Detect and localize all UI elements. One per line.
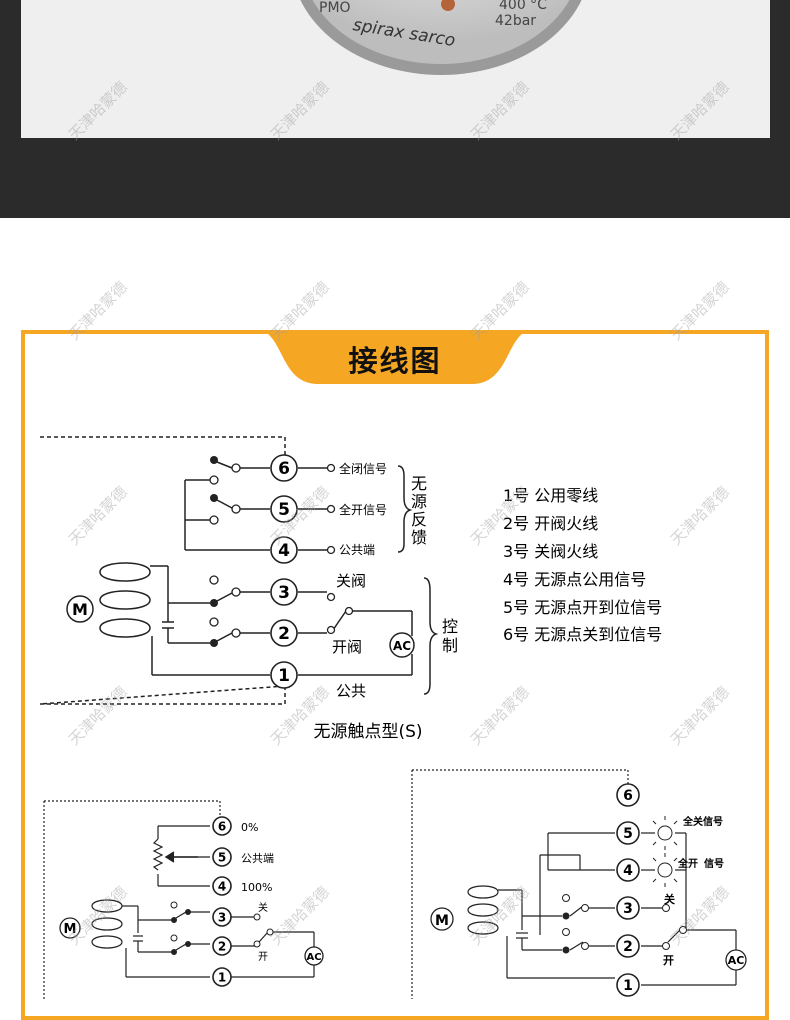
brace-feedback-2: 源 <box>411 492 427 511</box>
wiring-diagrams: 6 5 4 3 2 1 M AC 全闭信号 全开信号 公共端 关阀 开阀 公共 无 源 反… <box>39 436 747 999</box>
terminal-number: 1 <box>278 666 290 686</box>
lamp-label-t5: 全关信号 <box>682 815 723 828</box>
label-t3: 关阀 <box>336 572 366 590</box>
page-title: 接线图 <box>348 344 442 378</box>
terminal-number: 5 <box>218 850 226 864</box>
diagram-caption: 无源触点型(S) <box>313 722 422 742</box>
terminal-number: 6 <box>218 819 226 833</box>
housing-outline-pot <box>43 800 221 999</box>
brace-control-1: 控 <box>442 617 458 636</box>
terminal-number: 1 <box>623 978 633 994</box>
label-t2: 开阀 <box>332 638 362 656</box>
terminal-number: 3 <box>278 583 290 603</box>
label-t1: 公共 <box>336 682 366 700</box>
terminal-circle <box>270 495 298 523</box>
ac-label-pot: AC <box>306 952 321 963</box>
terminal-number: 4 <box>623 863 633 879</box>
pot-label-t4: 100% <box>241 881 272 894</box>
label-t4: 公共端 <box>339 543 375 557</box>
terminal-number: 3 <box>218 910 226 924</box>
gauge-pmo: PMO <box>319 0 351 16</box>
gauge-pressure: 42bar <box>495 13 536 29</box>
pot-label-t5: 公共端 <box>241 852 274 865</box>
terminal-circle <box>616 783 640 807</box>
lamp-label-t4a: 全开 <box>677 857 698 870</box>
gauge-temp: 400 °C <box>499 0 547 13</box>
terminal-number: 4 <box>278 541 290 561</box>
brace-control-2: 制 <box>442 636 458 655</box>
legend-item: 5号 无源点开到位信号 <box>503 598 662 617</box>
ac-source-icon-pot <box>304 946 324 966</box>
housing-outline <box>39 436 286 705</box>
motor-label: M <box>72 600 88 619</box>
ac-label-lamp: AC <box>728 954 745 967</box>
terminal-circle <box>212 876 232 896</box>
terminal-circle <box>212 847 232 867</box>
ac-source-icon <box>389 632 415 658</box>
brace-feedback-3: 反 <box>411 510 427 529</box>
terminal-number: 2 <box>623 939 633 955</box>
ac-source-icon-lamp <box>725 949 747 971</box>
motor-icon-lamp <box>430 907 454 931</box>
lamp-label-t4b: 信号 <box>704 857 724 870</box>
terminal-number: 5 <box>278 500 290 520</box>
legend-item: 6号 无源点关到位信号 <box>503 625 662 644</box>
terminal-circle <box>616 934 640 958</box>
pot-label-t2: 开 <box>258 952 268 963</box>
legend-item: 2号 开阀火线 <box>503 514 598 533</box>
pot-label-t6: 0% <box>241 821 258 834</box>
legend-item: 3号 关阀火线 <box>503 542 598 561</box>
terminal-number: 6 <box>278 459 290 479</box>
terminal-number: 1 <box>218 970 226 984</box>
product-photo: PMO 400 °C 42bar spirax sarco <box>21 0 770 138</box>
label-t5: 全开信号 <box>339 502 387 517</box>
motor-label-pot: M <box>64 922 77 937</box>
terminal-circle <box>270 578 298 606</box>
terminal-number: 2 <box>218 939 226 953</box>
legend-item: 1号 公用零线 <box>503 486 598 505</box>
terminal-number: 6 <box>623 788 633 804</box>
signal-lamp-icons <box>648 816 682 887</box>
terminal-circle <box>270 661 298 689</box>
ac-label: AC <box>393 639 411 653</box>
terminal-circle <box>212 936 232 956</box>
terminal-number: 3 <box>623 901 633 917</box>
title-tab <box>262 330 528 384</box>
label-t6: 全闭信号 <box>339 461 387 476</box>
terminal-circle <box>270 619 298 647</box>
pressure-gauge-image: PMO 400 °C 42bar spirax sarco <box>300 0 582 75</box>
legend-item: 4号 无源点公用信号 <box>503 570 646 589</box>
terminal-number: 4 <box>218 879 226 893</box>
terminal-number: 2 <box>278 624 290 644</box>
pot-label-t3: 关 <box>258 901 268 914</box>
terminal-circle <box>616 896 640 920</box>
terminal-circle <box>212 967 232 987</box>
terminal-circle <box>616 858 640 882</box>
housing-outline-lamp <box>411 769 629 999</box>
terminal-circle <box>212 907 232 927</box>
terminal-circle <box>212 816 232 836</box>
terminal-circle <box>270 536 298 564</box>
gauge-pin <box>441 0 455 11</box>
brace-feedback-4: 馈 <box>411 528 427 547</box>
terminal-circle <box>616 821 640 845</box>
motor-label-lamp: M <box>435 913 449 929</box>
terminal-number: 5 <box>623 826 633 842</box>
terminal-circle <box>270 454 298 482</box>
motor-icon <box>66 595 94 623</box>
terminal-legend: 1号 公用零线 2号 开阀火线 3号 关阀火线 4号 无源点公用信号 5号 无源… <box>503 486 662 644</box>
lamp-label-t2: 开 <box>663 954 674 967</box>
motor-icon-pot <box>59 917 81 939</box>
brace-feedback-1: 无 <box>411 474 427 493</box>
lamp-label-t3: 关 <box>664 892 675 906</box>
terminal-circle <box>616 973 640 997</box>
